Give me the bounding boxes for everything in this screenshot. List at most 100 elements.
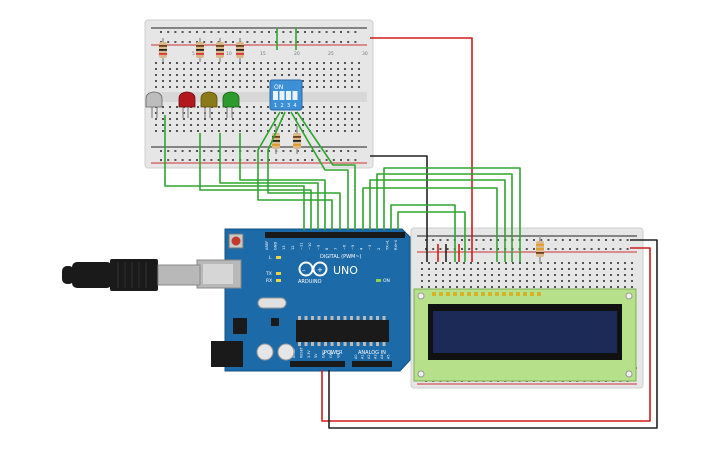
breadboard-hole xyxy=(190,112,192,114)
breadboard-hole xyxy=(358,106,360,108)
breadboard-hole xyxy=(218,68,220,70)
breadboard-hole xyxy=(421,280,423,282)
breadboard-hole xyxy=(498,286,500,288)
breadboard-hole xyxy=(232,159,234,161)
breadboard-hole xyxy=(211,112,213,114)
breadboard-hole xyxy=(589,286,591,288)
breadboard-hole xyxy=(218,130,220,132)
leds xyxy=(145,91,240,118)
breadboard-hole xyxy=(617,286,619,288)
breadboard-hole xyxy=(547,268,549,270)
breadboard-hole xyxy=(288,112,290,114)
breadboard-hole xyxy=(267,68,269,70)
breadboard-hole xyxy=(190,62,192,64)
breadboard-hole xyxy=(260,62,262,64)
breadboard-hole xyxy=(449,286,451,288)
breadboard-hole xyxy=(554,280,556,282)
breadboard-hole xyxy=(354,31,357,33)
breadboard-hole xyxy=(302,80,304,82)
breadboard-hole xyxy=(498,268,500,270)
breadboard-hole xyxy=(232,112,234,114)
breadboard-hole xyxy=(169,124,171,126)
breadboard-hole xyxy=(561,286,563,288)
breadboard-hole xyxy=(311,159,314,161)
breadboard-hole xyxy=(282,41,285,43)
breadboard-hole xyxy=(204,80,206,82)
breadboard-hole xyxy=(167,31,170,33)
breadboard-hole xyxy=(617,280,619,282)
board-brand: ARDUINO xyxy=(298,279,322,285)
breadboard-hole xyxy=(176,86,178,88)
breadboard-hole xyxy=(439,239,442,241)
breadboard-hole xyxy=(246,124,248,126)
breadboard-hole xyxy=(442,280,444,282)
breadboard-hole xyxy=(232,124,234,126)
dip-position-2: 2 xyxy=(281,103,284,109)
breadboard-hole xyxy=(358,124,360,126)
breadboard-hole xyxy=(428,268,430,270)
breadboard-hole xyxy=(575,262,577,264)
lcd-pin xyxy=(446,292,450,296)
breadboard-hole xyxy=(211,130,213,132)
breadboard-column-number: 25 xyxy=(328,51,334,57)
breadboard-hole xyxy=(204,124,206,126)
breadboard-hole xyxy=(505,280,507,282)
wire-green xyxy=(164,115,305,230)
breadboard-hole xyxy=(281,62,283,64)
breadboard-hole xyxy=(183,62,185,64)
wire-red xyxy=(321,247,651,422)
breadboard-hole xyxy=(155,112,157,114)
breadboard-hole xyxy=(610,268,612,270)
breadboard-hole xyxy=(197,124,199,126)
breadboard-hole xyxy=(295,112,297,114)
breadboard-hole xyxy=(197,80,199,82)
breadboard-hole xyxy=(309,62,311,64)
breadboard-hole xyxy=(210,150,213,152)
wire-green xyxy=(383,167,521,262)
breadboard-hole xyxy=(239,80,241,82)
breadboard-hole xyxy=(295,124,297,126)
breadboard-hole xyxy=(260,124,262,126)
lcd-pin xyxy=(523,292,527,296)
breadboard-hole xyxy=(351,130,353,132)
breadboard-hole xyxy=(358,68,360,70)
breadboard-hole xyxy=(162,62,164,64)
breadboard-hole xyxy=(351,74,353,76)
breadboard-hole xyxy=(316,106,318,108)
breadboard-hole xyxy=(302,112,304,114)
breadboard-hole xyxy=(218,112,220,114)
breadboard-hole xyxy=(295,62,297,64)
digital-pin-label: 8 xyxy=(325,247,329,250)
breadboard-hole xyxy=(330,86,332,88)
breadboard-hole xyxy=(631,280,633,282)
breadboard-hole xyxy=(351,106,353,108)
breadboard-hole xyxy=(225,112,227,114)
breadboard-hole xyxy=(612,239,615,241)
led-label-rx: RX xyxy=(266,278,272,284)
breadboard-hole xyxy=(428,274,430,276)
breadboard-hole xyxy=(526,286,528,288)
breadboard-hole xyxy=(218,80,220,82)
breadboard-hole xyxy=(155,74,157,76)
svg-text:–: – xyxy=(302,266,306,274)
breadboard-hole xyxy=(561,268,563,270)
breadboard-hole xyxy=(246,74,248,76)
breadboard-hole xyxy=(309,86,311,88)
breadboard-hole xyxy=(210,41,213,43)
lcd-pin xyxy=(502,292,506,296)
breadboard-hole xyxy=(225,118,227,120)
dip-switch[interactable]: ON 1 2 3 4 xyxy=(269,79,303,111)
breadboard-hole xyxy=(160,150,162,152)
breadboard-hole xyxy=(617,274,619,276)
breadboard-hole xyxy=(239,106,241,108)
breadboard-hole xyxy=(316,130,318,132)
breadboard-hole xyxy=(183,80,185,82)
breadboard-hole xyxy=(211,86,213,88)
breadboard-hole xyxy=(489,239,492,241)
breadboard-hole xyxy=(554,268,556,270)
breadboard-hole xyxy=(174,159,177,161)
breadboard-hole xyxy=(281,124,283,126)
breadboard-hole xyxy=(267,74,269,76)
breadboard-hole xyxy=(596,262,598,264)
